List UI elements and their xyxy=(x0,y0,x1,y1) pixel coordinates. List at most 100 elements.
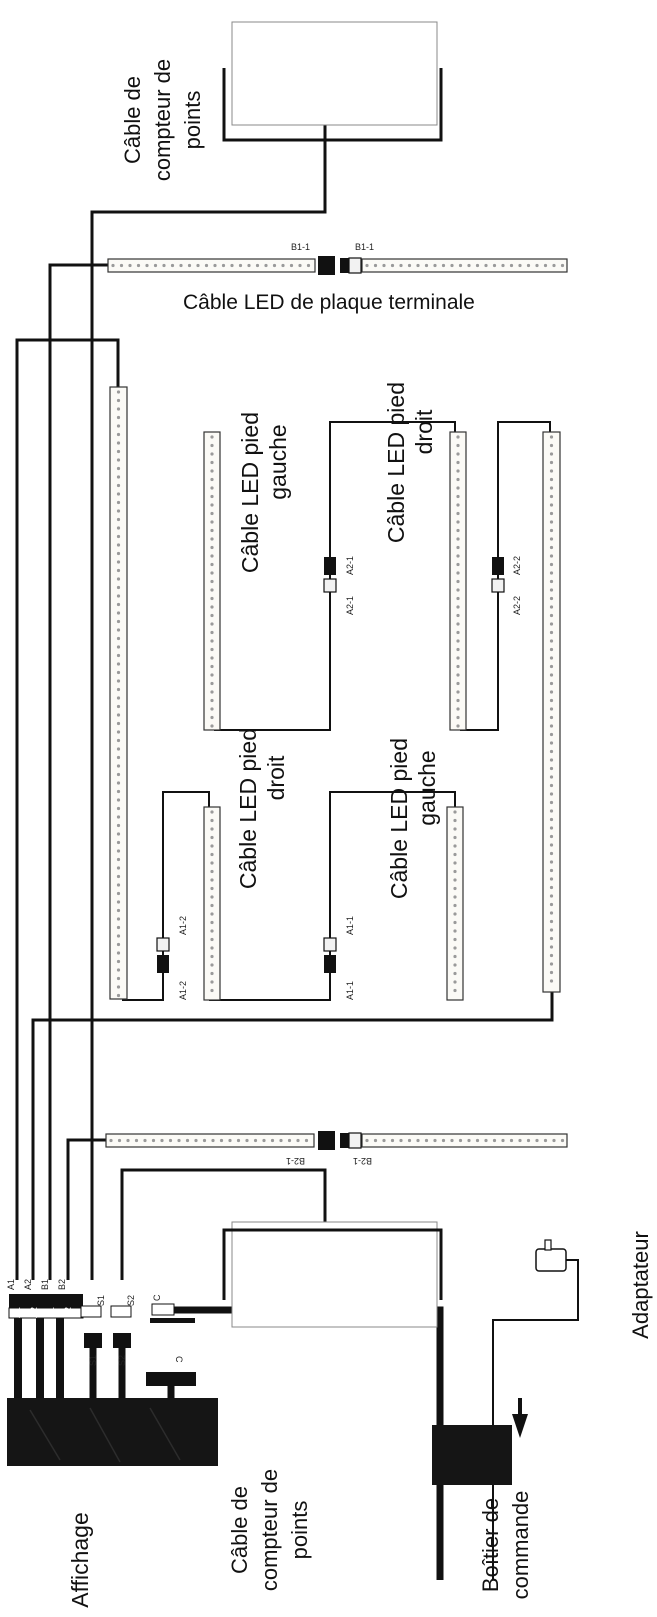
led-dot xyxy=(549,724,554,728)
led-dot xyxy=(210,698,214,703)
label-cable-compteur-bottom: Câble de compteur de points xyxy=(227,1469,312,1591)
led-dot xyxy=(116,976,121,981)
led-dot xyxy=(210,596,214,601)
led-dot xyxy=(453,852,457,857)
led-dot xyxy=(116,492,121,496)
led-dot xyxy=(210,724,214,728)
led-dot xyxy=(221,263,226,268)
led-dot xyxy=(304,1138,309,1143)
led-dot xyxy=(306,263,311,268)
led-dot xyxy=(196,263,200,268)
led-dot xyxy=(116,849,121,853)
wire-s2 xyxy=(120,1168,327,1280)
led-dot xyxy=(187,263,192,268)
label-pied-droit-top: Câble LED pied droit xyxy=(383,382,437,543)
tag-a2-1-bottom: A2-1 xyxy=(345,596,355,615)
led-dot xyxy=(219,1138,224,1143)
led-dot xyxy=(160,1138,164,1143)
led-dot xyxy=(116,577,121,581)
led-dot xyxy=(247,263,251,268)
led-dot xyxy=(210,588,214,592)
svg-text:Câble LED pied: Câble LED pied xyxy=(235,728,261,889)
label-pied-gauche-bottom: Câble LED pied gauche xyxy=(386,738,440,899)
led-dot xyxy=(501,263,505,268)
tag-b1-upper: B1 xyxy=(40,1279,50,1290)
led-dot xyxy=(526,1138,531,1143)
led-dot xyxy=(453,895,457,899)
led-dot xyxy=(549,732,554,737)
led-dot xyxy=(210,895,214,899)
led-dot xyxy=(128,263,132,268)
led-dot xyxy=(549,945,554,949)
led-dot xyxy=(116,526,121,530)
led-strip-pied-droit-bottom xyxy=(203,806,221,1001)
led-dot xyxy=(456,647,460,652)
connector-a1-2-socket xyxy=(156,937,170,952)
led-dot xyxy=(272,263,277,268)
led-dot xyxy=(262,1138,266,1143)
led-dot xyxy=(116,424,121,428)
led-dot xyxy=(549,707,554,711)
led-dot xyxy=(453,971,457,976)
led-dot xyxy=(492,1138,497,1143)
led-dot xyxy=(116,934,121,938)
led-dot xyxy=(456,698,460,703)
led-dot xyxy=(210,537,214,541)
led-dot xyxy=(210,477,214,482)
led-dot xyxy=(549,469,554,473)
tag-a2-upper: A2 xyxy=(23,1279,33,1290)
led-dot xyxy=(116,432,121,437)
svg-text:Câble LED pied: Câble LED pied xyxy=(237,412,263,573)
led-dot xyxy=(287,1138,292,1143)
led-dot xyxy=(535,1138,539,1143)
led-dot xyxy=(210,664,214,669)
led-dot xyxy=(236,1138,241,1143)
led-dot xyxy=(549,911,554,915)
led-dot xyxy=(116,594,121,598)
led-dot xyxy=(549,664,554,669)
led-dot xyxy=(210,579,214,584)
tag-a1-lower: A1 xyxy=(12,1307,22,1318)
led-dot xyxy=(210,861,214,865)
led-dot xyxy=(210,511,214,516)
led-strip-plaque-right xyxy=(361,258,568,273)
tag-s2-lower: S2 xyxy=(117,1355,127,1366)
led-dot xyxy=(526,263,531,268)
connector-a2-2-socket xyxy=(491,578,505,593)
led-dot xyxy=(456,545,460,550)
led-dot xyxy=(116,883,121,887)
led-dots xyxy=(109,263,565,1143)
led-dot xyxy=(151,1138,156,1143)
led-dot xyxy=(210,452,214,456)
connector-b2-1-socket xyxy=(348,1132,362,1149)
led-dot xyxy=(210,707,214,711)
led-dot xyxy=(456,460,460,465)
led-dot xyxy=(453,818,457,823)
led-dot xyxy=(116,670,121,675)
led-dot xyxy=(535,263,539,268)
led-dot xyxy=(228,1138,232,1143)
control-box xyxy=(432,1425,512,1485)
led-dot xyxy=(549,902,554,907)
tag-b1-1-right: B1-1 xyxy=(355,242,374,252)
connector-a1-2-plug xyxy=(157,955,169,973)
led-dot xyxy=(456,588,460,592)
led-dot xyxy=(210,673,214,677)
led-dot xyxy=(116,466,121,471)
led-dot xyxy=(116,874,121,879)
led-dot xyxy=(456,486,460,490)
led-dot xyxy=(382,263,386,268)
led-dot xyxy=(450,1138,454,1143)
wire-a1-1-loop xyxy=(209,791,456,1001)
led-dot xyxy=(210,886,214,891)
led-dot xyxy=(453,861,457,865)
led-dot xyxy=(116,543,121,547)
led-strip-pied-gauche-bottom xyxy=(446,806,464,1001)
tag-b2-1-right: B2-1 xyxy=(353,1156,372,1166)
led-dot xyxy=(116,866,121,870)
svg-text:droit: droit xyxy=(263,755,289,800)
wire-a2-2-loop xyxy=(460,421,551,731)
label-cable-compteur-top: Câble de compteur de points xyxy=(120,59,205,181)
led-dot xyxy=(116,917,121,921)
led-dot xyxy=(456,452,460,456)
